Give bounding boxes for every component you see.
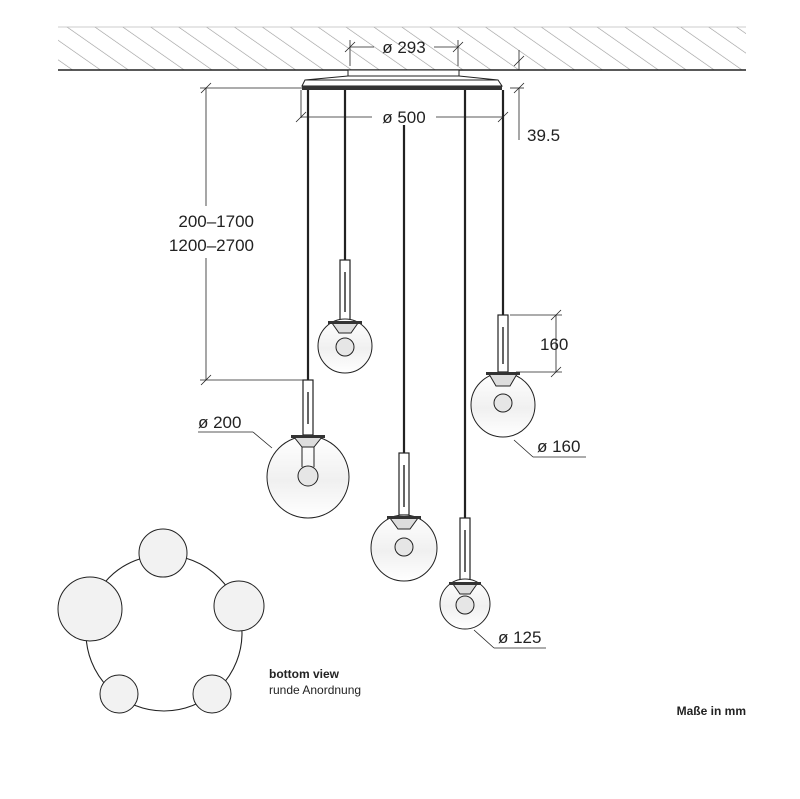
ceiling <box>58 26 746 71</box>
bottom-view-subtitle: runde Anordnung <box>269 683 361 697</box>
bottom-view-globe-right <box>213 580 265 632</box>
bottom-view-globe-bottom-left <box>99 674 139 714</box>
dimension-socket-height: 160 <box>510 309 568 378</box>
bottom-view-globe-top <box>138 528 188 578</box>
label-globe-large: ø 200 <box>198 413 273 449</box>
bottom-view <box>57 528 265 714</box>
dimension-canopy-plate: ø 293 <box>344 38 464 66</box>
globe-medium-label: ø 160 <box>537 437 580 456</box>
dimension-canopy-label: ø 500 <box>382 108 425 127</box>
pendant-large <box>266 90 350 519</box>
bottom-view-title: bottom view <box>269 667 340 681</box>
dimension-suspension-long-label: 1200–2700 <box>169 236 254 255</box>
dimension-suspension-length: 200–1700 1200–2700 <box>169 82 305 386</box>
globe-small-label: ø 125 <box>498 628 541 647</box>
dimension-canopy-height: 39.5 <box>510 50 560 145</box>
pendant-center <box>370 125 438 582</box>
pendant-small <box>439 90 491 630</box>
canopy <box>301 69 503 90</box>
pendant-medium <box>470 90 536 438</box>
globe-large-label: ø 200 <box>198 413 241 432</box>
units-note: Maße in mm <box>677 704 746 718</box>
dimension-canopy-height-label: 39.5 <box>527 126 560 145</box>
dimension-canopy: ø 500 <box>295 90 509 127</box>
dimension-canopy-plate-label: ø 293 <box>382 38 425 57</box>
dimension-suspension-short-label: 200–1700 <box>178 212 254 231</box>
dimension-socket-height-label: 160 <box>540 335 568 354</box>
bottom-view-globe-left <box>57 576 123 642</box>
pendant-upper-left <box>317 90 373 374</box>
label-globe-small: ø 125 <box>473 628 546 649</box>
label-globe-medium: ø 160 <box>513 437 586 458</box>
bottom-view-globe-bottom-right <box>192 674 232 714</box>
